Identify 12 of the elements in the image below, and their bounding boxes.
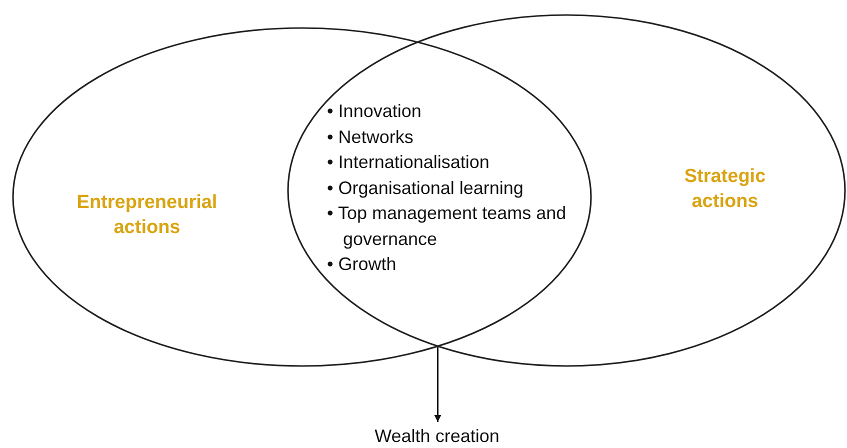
list-item: • Innovation: [327, 100, 422, 123]
arrow: [434, 346, 442, 422]
list-item: • Networks: [327, 126, 414, 148]
list-item: • Internationalisation: [327, 151, 490, 174]
list-item: • Organisational learning: [327, 176, 524, 200]
ellipse-label: Strategic actions: [683, 165, 767, 214]
outcome-label: Wealth creation: [374, 425, 500, 448]
ellipse: [12, 27, 592, 367]
ellipse-label: Entrepreneurial actions: [76, 191, 218, 240]
ellipse: [287, 14, 846, 367]
list-item: • Top management teams and governance: [327, 202, 568, 251]
list-item: • Growth: [327, 253, 398, 276]
